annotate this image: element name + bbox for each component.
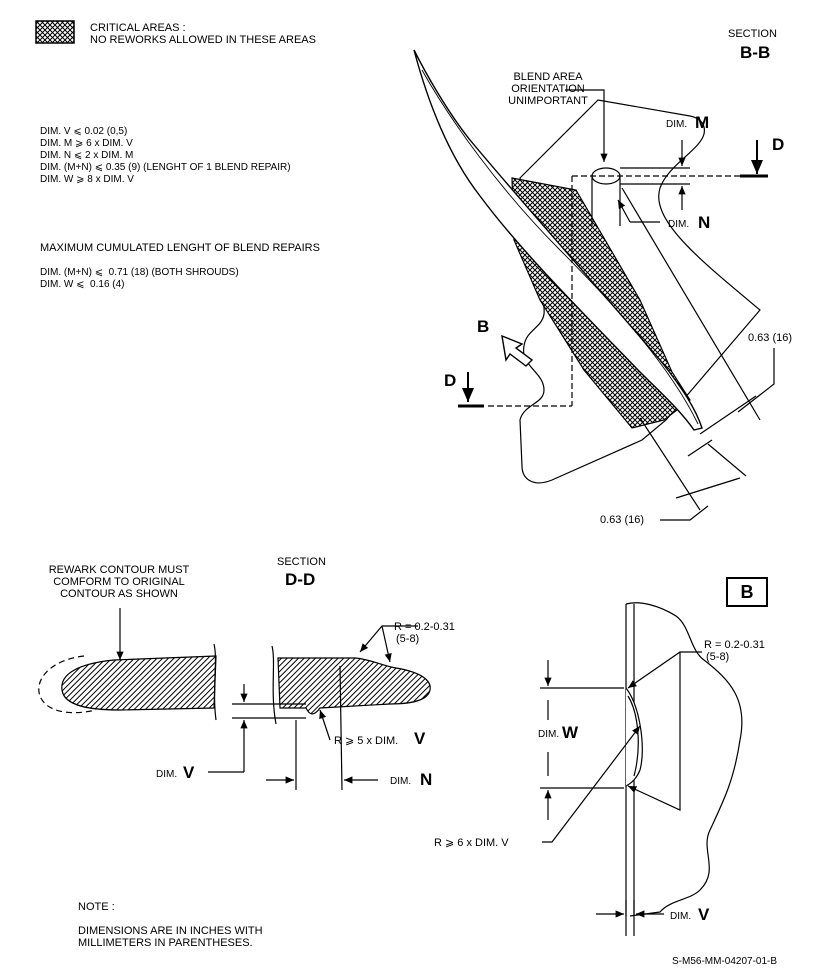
section-dd-left-piece xyxy=(61,655,217,711)
limit-line-1: DIM. V ⩽ 0.02 (0,5) xyxy=(40,126,128,137)
view-b-drawing xyxy=(540,602,743,936)
dim-063-lower: 0.63 (16) xyxy=(600,514,645,526)
critical-area-swatch xyxy=(35,20,75,44)
view-b-outline xyxy=(625,602,743,917)
dd-dim-n-prefix: DIM. xyxy=(390,776,412,787)
dd-r-v-letter: V xyxy=(414,729,426,748)
view-b-arrow xyxy=(501,334,534,367)
section-bb-title: B-B xyxy=(740,43,771,62)
dim-m-prefix: DIM. xyxy=(666,119,688,130)
section-dd-right-piece xyxy=(277,657,431,715)
limit-line-4: DIM. (M+N) ⩽ 0.35 (9) (LENGHT OF 1 BLEND… xyxy=(40,162,291,173)
section-dd-drawing xyxy=(38,608,431,791)
dd-radius-line-1: R = 0.2-0.31 xyxy=(394,621,455,633)
dim-n-letter: N xyxy=(698,213,711,232)
blend-note-1: BLEND AREA xyxy=(513,71,583,83)
legend-line-1: CRITICAL AREAS : xyxy=(90,22,186,34)
dd-r-v-text: R ⩾ 5 x DIM. xyxy=(334,735,399,747)
dd-dim-v-letter: V xyxy=(183,763,195,782)
vb-dim-w-letter: W xyxy=(562,723,579,742)
rework-note-1: REWARK CONTOUR MUST xyxy=(48,564,190,576)
cumulated-title: MAXIMUM CUMULATED LENGHT OF BLEND REPAIR… xyxy=(40,242,320,254)
vb-dim-v-prefix: DIM. xyxy=(670,911,692,922)
note-line-1: DIMENSIONS ARE IN INCHES WITH xyxy=(78,925,263,937)
vb-dim-w-prefix: DIM. xyxy=(538,729,560,740)
dim-063-upper: 0.63 (16) xyxy=(748,332,793,344)
vb-r-note: R ⩾ 6 x DIM. V xyxy=(434,837,509,849)
view-b-box: B xyxy=(726,577,768,607)
rework-note-3: CONTOUR AS SHOWN xyxy=(60,588,178,600)
dd-dim-n-letter: N xyxy=(420,770,433,789)
dd-radius-line-2: (5-8) xyxy=(396,633,420,645)
cumulated-line-2: DIM. W ⩽ 0.16 (4) xyxy=(40,279,125,290)
section-dd-title: D-D xyxy=(285,570,316,589)
vb-radius-line-1: R = 0.2-0.31 xyxy=(704,639,765,651)
limit-line-2: DIM. M ⩾ 6 x DIM. V xyxy=(40,138,133,149)
dim-n-prefix: DIM. xyxy=(668,219,690,230)
blend-note-2: ORIENTATION xyxy=(511,83,585,95)
limit-line-5: DIM. W ⩾ 8 x DIM. V xyxy=(40,174,134,185)
drawing-reference: S-M56-MM-04207-01-B xyxy=(672,956,778,967)
view-b-marker: B xyxy=(477,317,490,336)
airfoil-blade xyxy=(413,49,703,431)
section-dd-label: SECTION xyxy=(277,556,326,568)
section-bb-label: SECTION xyxy=(728,28,777,40)
dd-dim-v-prefix: DIM. xyxy=(156,769,178,780)
vb-radius-line-2: (5-8) xyxy=(706,651,730,663)
vb-dim-v-letter: V xyxy=(698,905,710,924)
limit-line-3: DIM. N ⩽ 2 x DIM. M xyxy=(40,150,134,161)
note-title: NOTE : xyxy=(78,901,115,913)
dim-m-letter: M xyxy=(695,113,710,132)
legend-line-2: NO REWORKS ALLOWED IN THESE AREAS xyxy=(90,34,316,46)
section-d-marker-upper: D xyxy=(772,135,785,154)
rework-note-2: COMFORM TO ORIGINAL xyxy=(53,576,185,588)
blend-note-3: UNIMPORTANT xyxy=(508,95,588,107)
note-line-2: MILLIMETERS IN PARENTHESES. xyxy=(78,937,253,949)
section-d-marker-lower: D xyxy=(444,371,457,390)
section-bb-drawing xyxy=(413,49,775,521)
cumulated-line-1: DIM. (M+N) ⩽ 0.71 (18) (BOTH SHROUDS) xyxy=(40,267,239,278)
